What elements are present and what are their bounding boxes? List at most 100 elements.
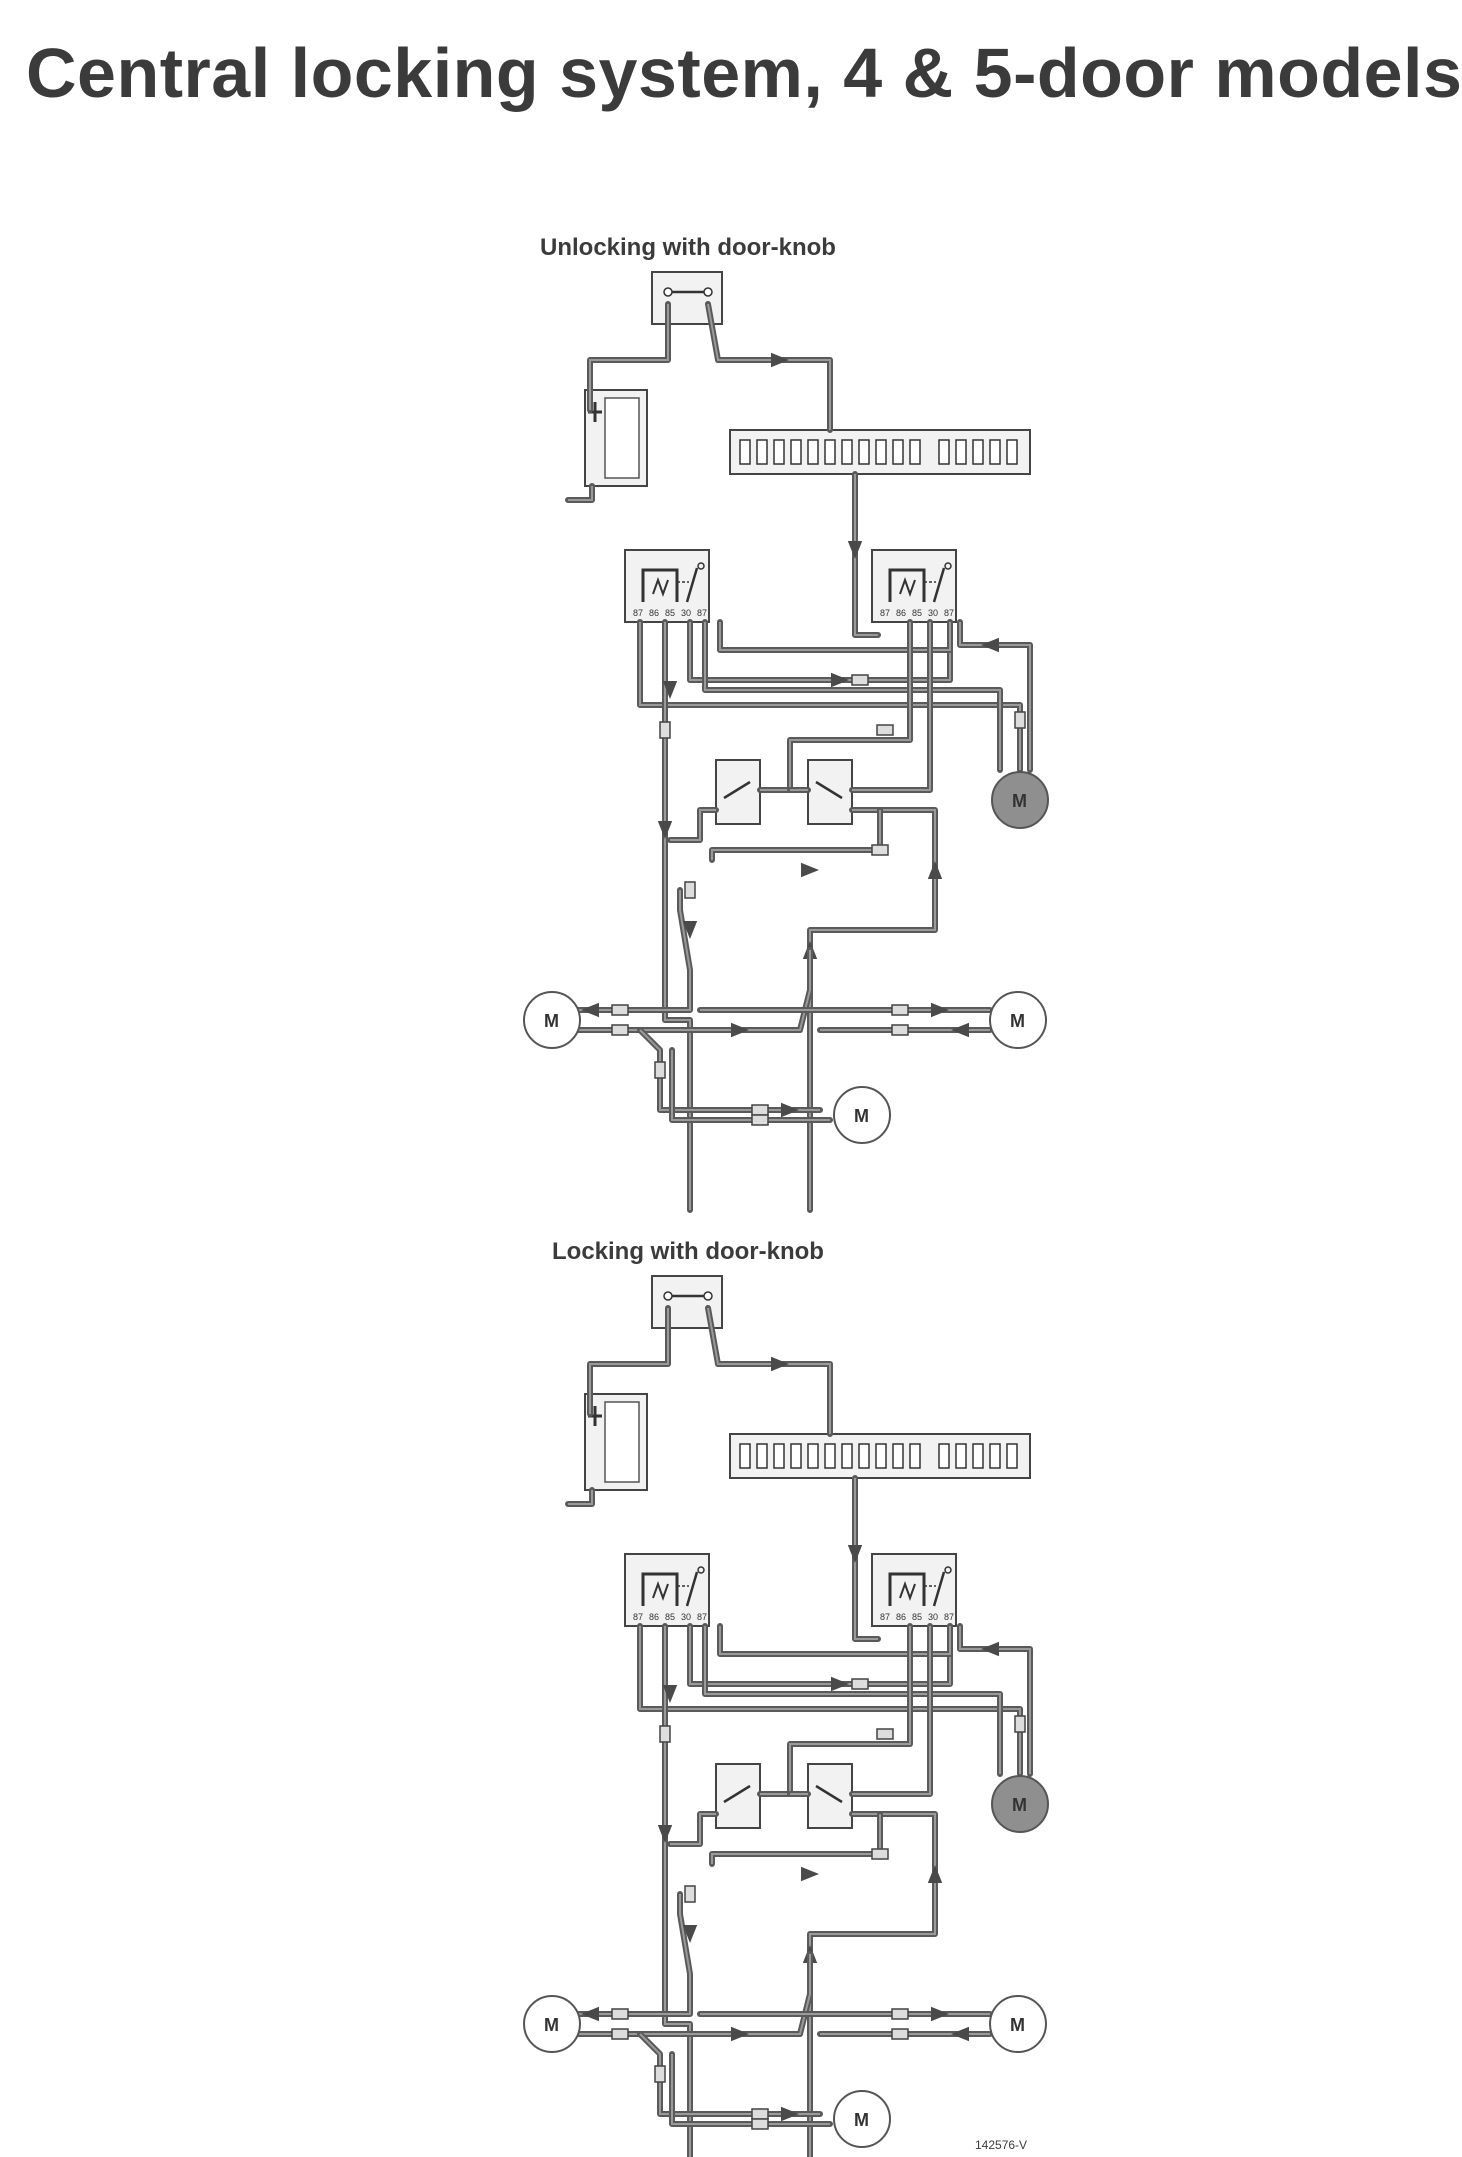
wire-highlight <box>639 622 1021 770</box>
relay-contact <box>944 562 952 570</box>
front-left-door-motor: M <box>523 1995 581 2053</box>
relay-body <box>871 549 957 623</box>
relay-switch <box>685 567 699 603</box>
door-switch-lever <box>723 780 751 800</box>
door-switch-right <box>807 759 853 825</box>
relay-terminal-label: 30 <box>928 608 938 618</box>
wire-highlight <box>639 1029 820 1111</box>
fuse <box>841 1443 853 1469</box>
wire-connector <box>871 844 889 856</box>
relay-link-wire <box>717 619 953 653</box>
wire-highlight <box>568 486 593 501</box>
wire-connector <box>751 2118 769 2130</box>
wire-highlight <box>704 1626 1001 1774</box>
wire-highlight <box>639 1626 1021 1774</box>
battery-cells <box>604 397 640 479</box>
wire-connector <box>611 2008 629 2020</box>
wire-connector <box>851 1678 869 1690</box>
fuse <box>938 1443 950 1469</box>
wire-connector <box>891 2008 909 2020</box>
fuse <box>807 1443 819 1469</box>
relay-coil <box>888 1572 926 1606</box>
wire-highlight <box>670 809 716 841</box>
fuse <box>875 1443 887 1469</box>
flow-arrow <box>771 352 789 368</box>
fuse <box>892 1443 904 1469</box>
wire-highlight <box>639 2033 820 2115</box>
wire-highlight <box>707 303 831 430</box>
wire-connector <box>751 1104 769 1116</box>
flow-arrow <box>951 1022 969 1038</box>
motor-label: M <box>854 1106 869 1126</box>
flow-arrow <box>682 921 698 939</box>
fuse <box>824 439 836 465</box>
relay-body <box>624 549 710 623</box>
driver-door-motor: M <box>991 1775 1049 1833</box>
flow-arrow <box>801 862 819 878</box>
flow-arrow <box>831 672 849 688</box>
motor-label: M <box>854 2110 869 2130</box>
wire-highlight <box>711 1814 881 1864</box>
relay-contact <box>944 1566 952 1574</box>
wire-highlight <box>589 1308 669 1414</box>
relay-body <box>624 1553 710 1627</box>
wire-highlight <box>704 622 1001 770</box>
relay-to-driver-motor-wire <box>702 1623 1003 1777</box>
fuse <box>773 439 785 465</box>
relay-terminal-label: 85 <box>665 1612 675 1622</box>
rear-door-motor: M <box>833 2090 891 2148</box>
relay-terminal-label: 87 <box>697 1612 707 1622</box>
relay-coil-symbol <box>652 577 669 597</box>
wire-connector <box>611 1024 629 1036</box>
fuse <box>892 439 904 465</box>
flow-arrow <box>662 681 678 699</box>
door-switch-lever <box>815 780 843 800</box>
wire-highlight <box>707 1307 831 1434</box>
relay-terminal-label: 30 <box>928 1612 938 1622</box>
wire-connector <box>891 2028 909 2040</box>
wire-connector <box>654 1061 666 1079</box>
motor-housing <box>989 1995 1047 2053</box>
ignition-terminal <box>703 287 713 297</box>
relay-terminal-label: 87 <box>944 1612 954 1622</box>
flow-arrow <box>931 1002 949 1018</box>
flow-arrow <box>657 1825 673 1843</box>
front-left-door-motor: M <box>523 991 581 1049</box>
rear-motor-feed-wire <box>637 2031 823 2117</box>
wire-highlight <box>552 1954 811 2035</box>
door-switch-lever <box>723 1784 751 1804</box>
motor-housing <box>989 991 1047 1049</box>
battery <box>584 1393 648 1491</box>
relay-terminal-label: 87 <box>697 608 707 618</box>
fuse <box>756 439 768 465</box>
fuse <box>756 1443 768 1469</box>
flow-arrow <box>657 821 673 839</box>
door-switch-lever <box>815 1784 843 1804</box>
flow-arrow <box>581 2006 599 2022</box>
motor-label: M <box>1012 791 1027 811</box>
relay-terminal-label: 85 <box>912 1612 922 1622</box>
ignition-terminal <box>703 1291 713 1301</box>
battery-cells <box>604 1401 640 1483</box>
switch-left-feed-wire <box>667 1811 719 1847</box>
switch-left-feed-wire <box>667 807 719 843</box>
relay-coil-symbol <box>899 1581 916 1601</box>
fuse <box>909 1443 921 1469</box>
door-switch-body <box>715 1763 761 1829</box>
ignition-terminal <box>663 287 673 297</box>
battery <box>584 389 648 487</box>
rear-door-motor: M <box>833 1086 891 1144</box>
fuse <box>989 1443 1001 1469</box>
relay-terminal-label: 30 <box>681 1612 691 1622</box>
front-left-motor-wire <box>549 887 693 1013</box>
flow-arrow <box>781 2106 799 2122</box>
motor-label: M <box>544 1011 559 1031</box>
wire-highlight <box>589 304 669 410</box>
relay-terminal-label: 87 <box>880 1612 890 1622</box>
fuse-box <box>729 429 1031 475</box>
motor-housing <box>523 1995 581 2053</box>
wire-connector <box>1014 711 1026 729</box>
page-title: Central locking system, 4 & 5-door model… <box>26 34 1462 112</box>
wire-highlight <box>719 1626 951 1655</box>
